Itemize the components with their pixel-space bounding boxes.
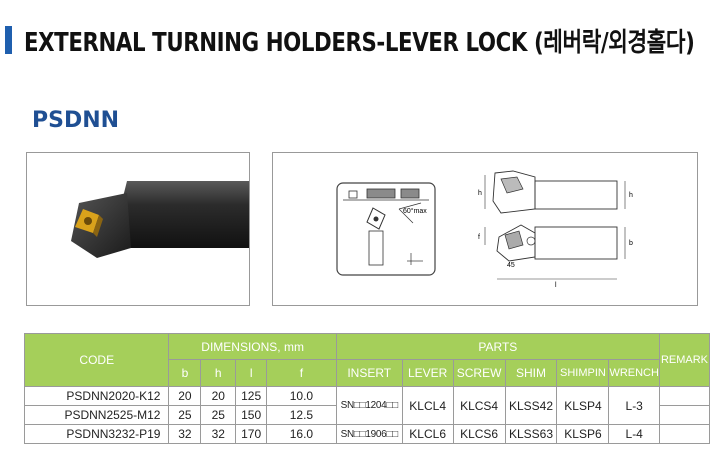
header-f: f <box>266 359 337 387</box>
dim-h-left: h <box>478 190 482 197</box>
cell-l: 125 <box>235 386 268 406</box>
page-title: EXTERNAL TURNING HOLDERS-LEVER LOCK (레버락… <box>24 28 695 58</box>
holder-shank <box>119 181 249 248</box>
holder-head <box>71 193 131 258</box>
cell-h: 25 <box>200 405 237 425</box>
cell-remark <box>658 424 711 444</box>
detail-frame <box>336 182 436 276</box>
cell-shim: KLSS42 <box>504 386 558 425</box>
cell-f: 10.0 <box>266 386 337 406</box>
cell-code: PSDNN2525-M12 <box>23 405 170 425</box>
technical-drawing: 60°max h h f b 45 l <box>272 152 698 306</box>
header-wrench: WRENCH <box>608 359 660 387</box>
cell-l: 170 <box>235 424 268 444</box>
cell-shimpin: KLSP4 <box>556 386 610 425</box>
cell-code: PSDNN2020-K12 <box>23 386 170 406</box>
header-lever: LEVER <box>401 359 454 387</box>
drawing-svg: 60°max h h f b 45 l <box>336 170 633 289</box>
product-photo <box>26 152 250 306</box>
table-row: PSDNN2525-M12 25 25 150 12.5 <box>23 405 711 425</box>
cell-b: 20 <box>168 386 202 406</box>
cell-lever: KLCL4 <box>401 386 454 425</box>
header-code: CODE <box>23 333 170 387</box>
cell-remark <box>658 405 711 425</box>
spec-table: CODE DIMENSIONS, mm PARTS REMARK b h l f… <box>23 333 711 444</box>
cell-wrench: L-3 <box>608 386 660 425</box>
header-h: h <box>200 359 237 387</box>
cell-screw: KLCS6 <box>452 424 506 444</box>
cell-b: 32 <box>168 424 202 444</box>
tool-holder-image <box>71 181 249 258</box>
header-remark: REMARK <box>658 333 711 387</box>
model-title: PSDNN <box>32 108 120 133</box>
header-l: l <box>235 359 268 387</box>
cell-h: 20 <box>200 386 237 406</box>
cell-insert: SN□□1204□□ <box>335 386 403 425</box>
cell-screw: KLCS4 <box>452 386 506 425</box>
cell-insert: SN□□1906□□ <box>335 424 403 444</box>
table-row: PSDNN3232-P19 32 32 170 16.0 SN□□1906□□ … <box>23 424 711 444</box>
cell-lever: KLCL6 <box>401 424 454 444</box>
header-parts: PARTS <box>335 333 660 360</box>
angle-45: 45 <box>507 262 515 269</box>
dim-b: b <box>629 240 633 247</box>
cell-b: 25 <box>168 405 202 425</box>
header-shim: SHIM <box>504 359 558 387</box>
header-shimpin: SHIMPIN <box>556 359 610 387</box>
angle-label: 60°max <box>403 207 427 215</box>
dim-h-right: h <box>629 192 633 199</box>
title-accent-bar <box>5 26 12 54</box>
cell-f: 12.5 <box>266 405 337 425</box>
cell-wrench: L-4 <box>608 424 660 444</box>
table-row: PSDNN2020-K12 20 20 125 10.0 SN□□1204□□ … <box>23 386 711 425</box>
header-screw: SCREW <box>452 359 506 387</box>
cell-l: 150 <box>235 405 268 425</box>
insert-hole <box>84 217 92 225</box>
header-b: b <box>168 359 202 387</box>
cell-shimpin: KLSP6 <box>556 424 610 444</box>
cell-f: 16.0 <box>266 424 337 444</box>
dim-f: f <box>478 234 480 241</box>
cell-remark <box>658 386 711 406</box>
header-dimensions: DIMENSIONS, mm <box>168 333 337 360</box>
cell-h: 32 <box>200 424 237 444</box>
header-insert: INSERT <box>335 359 403 387</box>
cell-shim: KLSS63 <box>504 424 558 444</box>
cell-code: PSDNN3232-P19 <box>23 424 170 444</box>
dim-l: l <box>555 282 557 289</box>
